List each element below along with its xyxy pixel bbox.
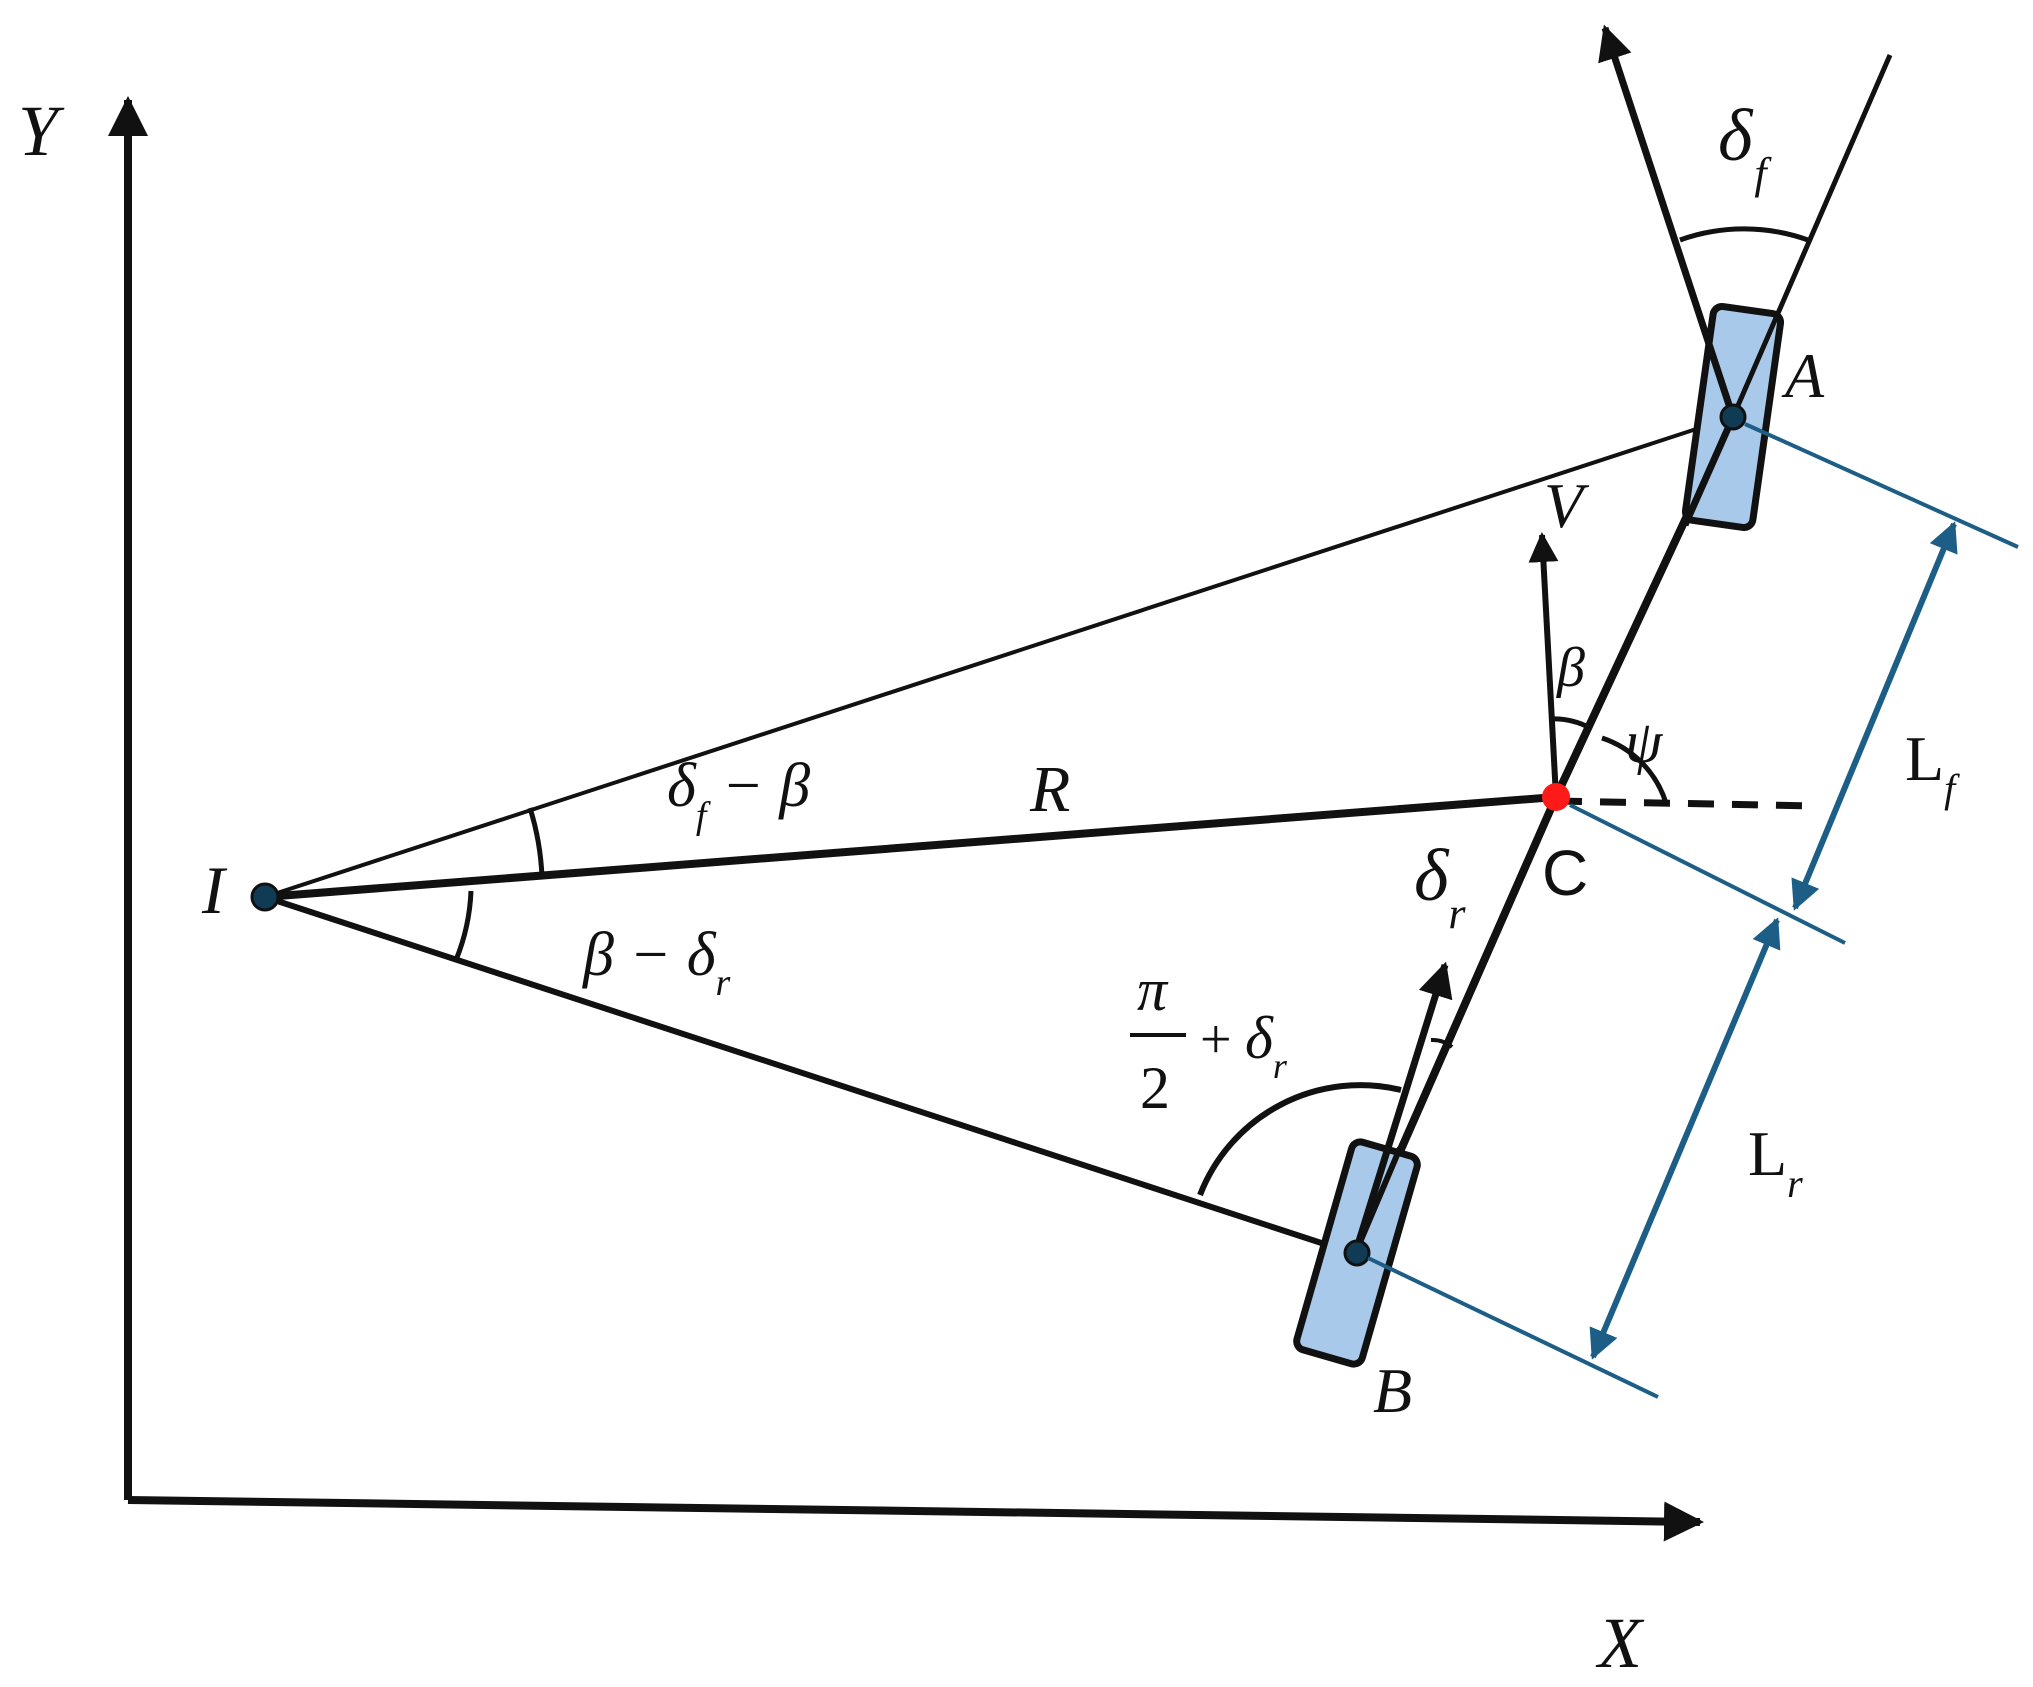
velocity-arrow xyxy=(1528,532,1559,798)
beta-minus-delta-r-arc xyxy=(453,890,474,961)
line-i-to-a xyxy=(264,415,1734,899)
angle-arcs-at-i xyxy=(453,807,545,961)
radius-line-i-to-c xyxy=(264,793,1557,901)
psi-label: ψ xyxy=(1625,709,1664,775)
delta-f-label: δf xyxy=(1718,95,1772,198)
pivot-a xyxy=(1719,403,1747,431)
rear-wheel xyxy=(1197,961,1454,1368)
pi-half-plus-delta-r-arc xyxy=(1197,1082,1402,1197)
center-of-gravity-dot xyxy=(1542,783,1570,811)
point-labels: A B C I V R β ψ xyxy=(201,340,1825,1426)
beta-arc xyxy=(1549,716,1592,731)
delta-r-arc xyxy=(1430,1037,1454,1049)
length-rear-label: Lr xyxy=(1748,1118,1803,1206)
beta-minus-delta-r-label: β − δr xyxy=(582,921,731,1004)
front-wheel-direction-arrow xyxy=(1598,24,1737,419)
rear-wheel-cross xyxy=(1352,1146,1403,1256)
pivot-b xyxy=(1343,1239,1371,1267)
line-i-to-b xyxy=(264,894,1356,1257)
pi-half-delta: δr xyxy=(1245,1005,1288,1086)
pi-half-denominator: 2 xyxy=(1140,1055,1170,1121)
pi-half-plus: + xyxy=(1200,1009,1232,1071)
x-axis xyxy=(127,1496,1704,1542)
point-i-label: I xyxy=(201,852,228,928)
delta-r-label: δr xyxy=(1414,835,1466,938)
velocity-vector xyxy=(1528,532,1669,811)
front-wheel-cross xyxy=(1681,415,1737,527)
radius-label: R xyxy=(1029,753,1070,826)
extension-line-b xyxy=(1367,1256,1659,1399)
heading-reference-dashed xyxy=(1555,797,1816,810)
dimension-arrow-lf xyxy=(1791,521,1958,911)
point-c-label: C xyxy=(1542,837,1588,909)
extension-line-c xyxy=(1569,803,1846,945)
rear-wheel-direction-arrow xyxy=(1351,961,1453,1256)
x-axis-label: X xyxy=(1595,1603,1645,1683)
point-a-label: A xyxy=(1781,340,1825,411)
pi-half-numerator: π xyxy=(1137,957,1169,1023)
point-b-label: B xyxy=(1373,1355,1412,1426)
delta-f-arc xyxy=(1679,226,1809,243)
delta-f-minus-beta-arc xyxy=(527,807,545,878)
angle-labels: δf δr δf − β β − δr π 2 + δr Lf Lr xyxy=(582,95,1960,1206)
front-wheel xyxy=(1598,24,1893,532)
front-body-extension xyxy=(1730,54,1893,418)
psi-arc xyxy=(1601,735,1669,804)
radial-lines xyxy=(264,415,1734,1257)
velocity-label: V xyxy=(1544,470,1590,541)
dimension-arrow-lr xyxy=(1589,917,1781,1360)
dimension-lines xyxy=(1367,422,2019,1399)
extension-line-a xyxy=(1744,422,2019,549)
delta-f-minus-beta-label: δf − β xyxy=(667,752,810,837)
y-axis-label: Y xyxy=(18,91,65,171)
coordinate-axes: Y X xyxy=(18,91,1704,1683)
beta-label: β xyxy=(1556,637,1585,699)
pi-half-plus-delta-r-label: π 2 + δr xyxy=(1130,957,1288,1121)
length-front-label: Lf xyxy=(1905,723,1960,811)
pivot-i xyxy=(250,882,280,912)
